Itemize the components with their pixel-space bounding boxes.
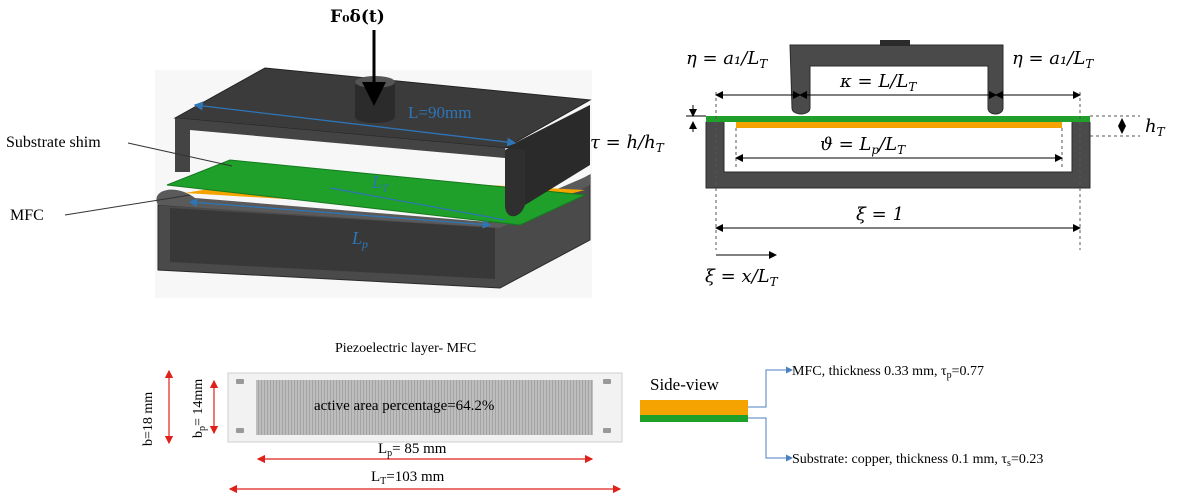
mfc-note: MFC, thickness 0.33 mm, τp=0.77 [792, 364, 984, 381]
electrode-tab [603, 428, 611, 433]
indenter-stub [880, 40, 910, 46]
b-label: b=18 mm [141, 392, 156, 446]
side-view: Side-view MFC, thickness 0.33 mm, τp=0.7… [640, 364, 1043, 469]
theta-label: ϑ = Lp/LT [820, 134, 906, 157]
top-clamp [789, 44, 1004, 115]
left-3d-diagram: F₀δ(t) L=90mm LT Lp Substrate shim MFC [6, 7, 592, 298]
tau-label: τ = h/hT [590, 132, 665, 155]
mfc-panel: Piezoelectric layer- MFC active area per… [141, 341, 623, 494]
active-area-label: active area percentage=64.2% [314, 398, 494, 414]
substrate-note: Substrate: copper, thickness 0.1 mm, τs=… [792, 452, 1043, 469]
side-view-substrate-layer [640, 415, 748, 422]
ht-label: hT [1145, 116, 1166, 139]
electrode-tab [236, 379, 244, 384]
right-schematic: η = a₁/LT η = a₁/LT κ = L/LT τ = h/hT ϑ … [590, 40, 1166, 289]
xi-coordinate-label: ξ = x/LT [705, 266, 779, 289]
substrate-note-arrow [748, 417, 793, 462]
mfc-panel-title: Piezoelectric layer- MFC [335, 341, 476, 356]
length-dimension [193, 101, 517, 147]
eta-right-label: η = a₁/LT [1012, 48, 1094, 71]
lp-mfc-label: Lp= 85 mm [378, 441, 447, 459]
lp-label: Lp [351, 228, 368, 251]
xi-one-label: ξ = 1 [856, 204, 904, 225]
kappa-label: κ = L/LT [839, 71, 917, 94]
substrate-leader-line [127, 142, 233, 167]
schematic-piezo [736, 122, 1062, 128]
side-view-mfc-layer [640, 400, 748, 415]
eta-left-label: η = a₁/LT [686, 48, 768, 71]
mfc-active-area [256, 380, 593, 435]
lt-mfc-label: LT=103 mm [371, 469, 445, 487]
side-view-title: Side-view [650, 375, 720, 394]
substrate-label: Substrate shim [6, 134, 101, 151]
lt-label: LT [371, 172, 390, 195]
electrode-tab [603, 379, 611, 384]
lp-dimension [188, 198, 492, 229]
bp-label: bp= 14mm [191, 379, 208, 438]
mfc-label: MFC [10, 207, 44, 224]
electrode-tab [236, 428, 244, 433]
mfc-note-arrow [748, 366, 793, 408]
length-label: L=90mm [408, 103, 471, 122]
force-label: F₀δ(t) [330, 7, 385, 27]
schematic-substrate [706, 116, 1090, 122]
mfc-leader-line [64, 194, 191, 216]
